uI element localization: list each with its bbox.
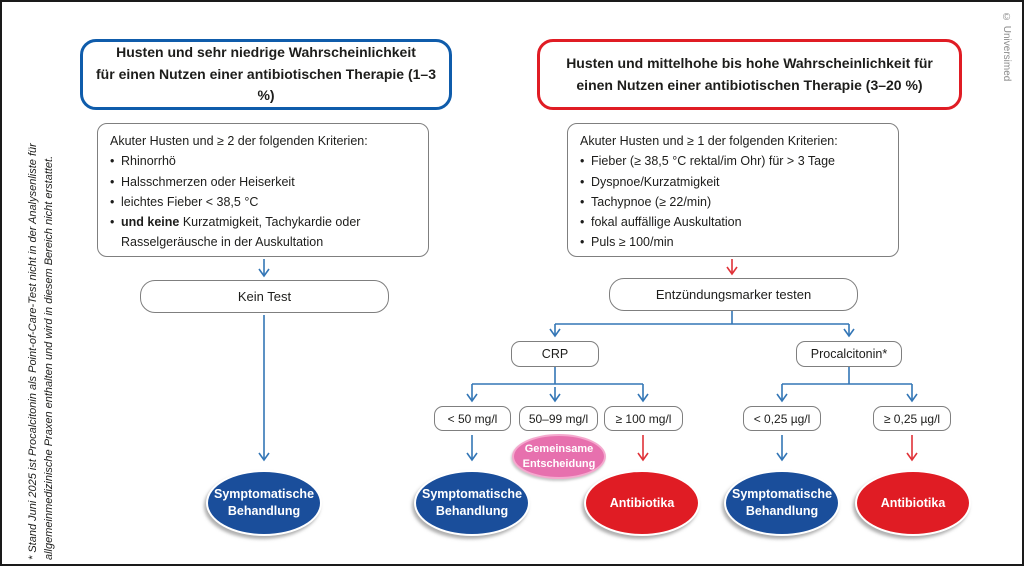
high-probability-header: Husten und mittelhohe bis hohe Wahrschei… (537, 39, 962, 110)
symptomatic-line2: Behandlung (435, 504, 509, 518)
procalcitonin-footnote: * Stand Juni 2025 ist Procalcitonin als … (26, 32, 58, 560)
no-test-box: Kein Test (140, 280, 389, 313)
low-probability-header-line2: für einen Nutzen einer antibiotischen Th… (96, 65, 436, 104)
pct-threshold-low: < 0,25 µg/l (743, 406, 821, 431)
antibiotics-ellipse: Antibiotika (584, 470, 700, 536)
criteria-item: Tachypnoe (≥ 22/min) (580, 192, 886, 213)
symptomatic-line1: Symptomatische (213, 487, 315, 502)
criteria-item: und keine Kurzatmigkeit, Tachykardie ode… (110, 212, 416, 253)
procalcitonin-box: Procalcitonin* (796, 341, 902, 367)
inflammation-marker-box: Entzündungsmarker testen (609, 278, 858, 311)
low-probability-criteria: Akuter Husten und ≥ 2 der folgenden Krit… (97, 123, 429, 257)
antibiotics-ellipse: Antibiotika (855, 470, 971, 536)
low-probability-header-line1: Husten und sehr niedrige Wahrscheinlichk… (116, 43, 416, 60)
footnote-line1: * Stand Juni 2025 ist Procalcitonin als … (27, 143, 39, 560)
symptomatic-treatment-ellipse: Symptomatische Behandlung (724, 470, 840, 536)
criteria-item: Puls ≥ 100/min (580, 232, 886, 253)
pct-threshold-high: ≥ 0,25 µg/l (873, 406, 951, 431)
high-probability-criteria: Akuter Husten und ≥ 1 der folgenden Krit… (567, 123, 899, 257)
low-probability-header: Husten und sehr niedrige Wahrscheinlichk… (80, 39, 452, 110)
crp-threshold-low: < 50 mg/l (434, 406, 511, 431)
footnote-line2: allgemeinmedizinische Praxen enthalten u… (42, 155, 55, 560)
symptomatic-line2: Behandlung (227, 504, 301, 518)
criteria-item: fokal auffällige Auskultation (580, 212, 886, 233)
criteria-list: Fieber (≥ 38,5 °C rektal/im Ohr) für > 3… (580, 151, 886, 253)
symptomatic-treatment-ellipse: Symptomatische Behandlung (414, 470, 530, 536)
symptomatic-line1: Symptomatische (421, 487, 523, 502)
criteria-item: Rhinorrhö (110, 151, 416, 172)
criteria-item: Halsschmerzen oder Heiserkeit (110, 172, 416, 193)
shared-decision-ellipse: Gemeinsame Entscheidung (512, 434, 606, 479)
criteria-title: Akuter Husten und ≥ 2 der folgenden Krit… (110, 134, 368, 148)
high-probability-header-line1: Husten und mittelhohe bis hohe Wahrschei… (566, 54, 933, 71)
shared-decision-line1: Gemeinsame (524, 443, 594, 456)
crp-threshold-high: ≥ 100 mg/l (604, 406, 683, 431)
shared-decision-line2: Entscheidung (522, 457, 596, 470)
criteria-item: leichtes Fieber < 38,5 °C (110, 192, 416, 213)
copyright-label: © Universimed (1001, 12, 1012, 82)
crp-threshold-mid: 50–99 mg/l (519, 406, 598, 431)
criteria-item: Fieber (≥ 38,5 °C rektal/im Ohr) für > 3… (580, 151, 886, 172)
criteria-list: Rhinorrhö Halsschmerzen oder Heiserkeit … (110, 151, 416, 252)
criteria-title: Akuter Husten und ≥ 1 der folgenden Krit… (580, 134, 838, 148)
symptomatic-treatment-ellipse: Symptomatische Behandlung (206, 470, 322, 536)
symptomatic-line1: Symptomatische (731, 487, 833, 502)
high-probability-header-line2: einen Nutzen einer antibiotischen Therap… (576, 76, 923, 93)
crp-box: CRP (511, 341, 599, 367)
antibiotics-label: Antibiotika (609, 495, 675, 510)
criteria-item: Dyspnoe/Kurzatmigkeit (580, 172, 886, 193)
antibiotics-label: Antibiotika (880, 495, 946, 510)
symptomatic-line2: Behandlung (745, 504, 819, 518)
